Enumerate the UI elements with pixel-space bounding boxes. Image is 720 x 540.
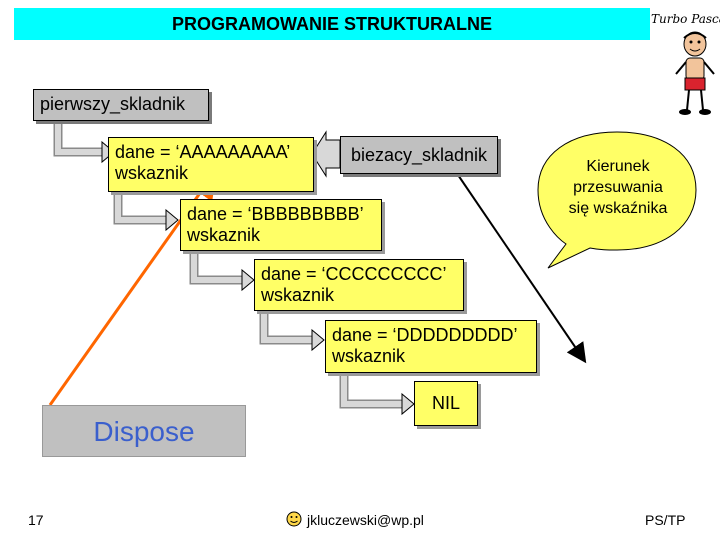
connector-b-to-c <box>189 248 255 292</box>
direction-arrow <box>455 171 587 364</box>
node-b-data: dane = ‘BBBBBBBBB’ <box>187 204 364 224</box>
current-pointer-arrow <box>311 130 341 178</box>
connector-head-to-a <box>53 118 115 164</box>
node-d-data: dane = ‘DDDDDDDDD’ <box>332 325 518 345</box>
connector-a-to-b <box>113 192 179 232</box>
node-c-link: wskaznik <box>261 285 335 305</box>
smiley-icon <box>286 511 302 527</box>
mascot-icon <box>675 31 715 115</box>
callout-text: Kierunek przesuwania się wskaźnika <box>548 156 688 219</box>
callout-bubble <box>537 131 697 269</box>
dispose-label: Dispose <box>93 415 195 447</box>
node-c-data: dane = ‘CCCCCCCCC’ <box>261 264 447 284</box>
list-node-d: dane = ‘DDDDDDDDD’ wskaznik <box>325 320 537 373</box>
connector-d-to-nil <box>339 370 415 416</box>
current-pointer-box: biezacy_skladnik <box>340 136 498 174</box>
page-number: 17 <box>28 512 44 528</box>
connector-c-to-d <box>259 306 325 352</box>
callout-line-3: się wskaźnika <box>568 200 668 217</box>
head-pointer-box: pierwszy_skladnik <box>33 89 209 121</box>
node-a-link: wskaznik <box>115 163 189 183</box>
callout-line-2: przesuwania <box>573 179 663 196</box>
list-node-a: dane = ‘AAAAAAAAA’ wskaznik <box>108 137 314 192</box>
author-email: jkluczewski@wp.pl <box>307 512 424 528</box>
nil-label: NIL <box>431 393 460 413</box>
node-d-link: wskaznik <box>332 346 406 366</box>
turbo-pascal-logo-text: Turbo Pascal <box>651 12 720 26</box>
slide-title: PROGRAMOWANIE STRUKTURALNE <box>14 8 650 40</box>
current-pointer-label: biezacy_skladnik <box>350 144 488 165</box>
head-pointer-label: pierwszy_skladnik <box>40 94 186 114</box>
course-code: PS/TP <box>645 512 686 528</box>
node-b-link: wskaznik <box>187 225 261 245</box>
callout-line-1: Kierunek <box>586 158 650 175</box>
nil-box: NIL <box>414 381 478 426</box>
dispose-box: Dispose <box>42 405 246 457</box>
list-node-b: dane = ‘BBBBBBBBB’ wskaznik <box>180 199 382 251</box>
list-node-c: dane = ‘CCCCCCCCC’ wskaznik <box>254 259 464 311</box>
node-a-data: dane = ‘AAAAAAAAA’ <box>115 142 291 162</box>
